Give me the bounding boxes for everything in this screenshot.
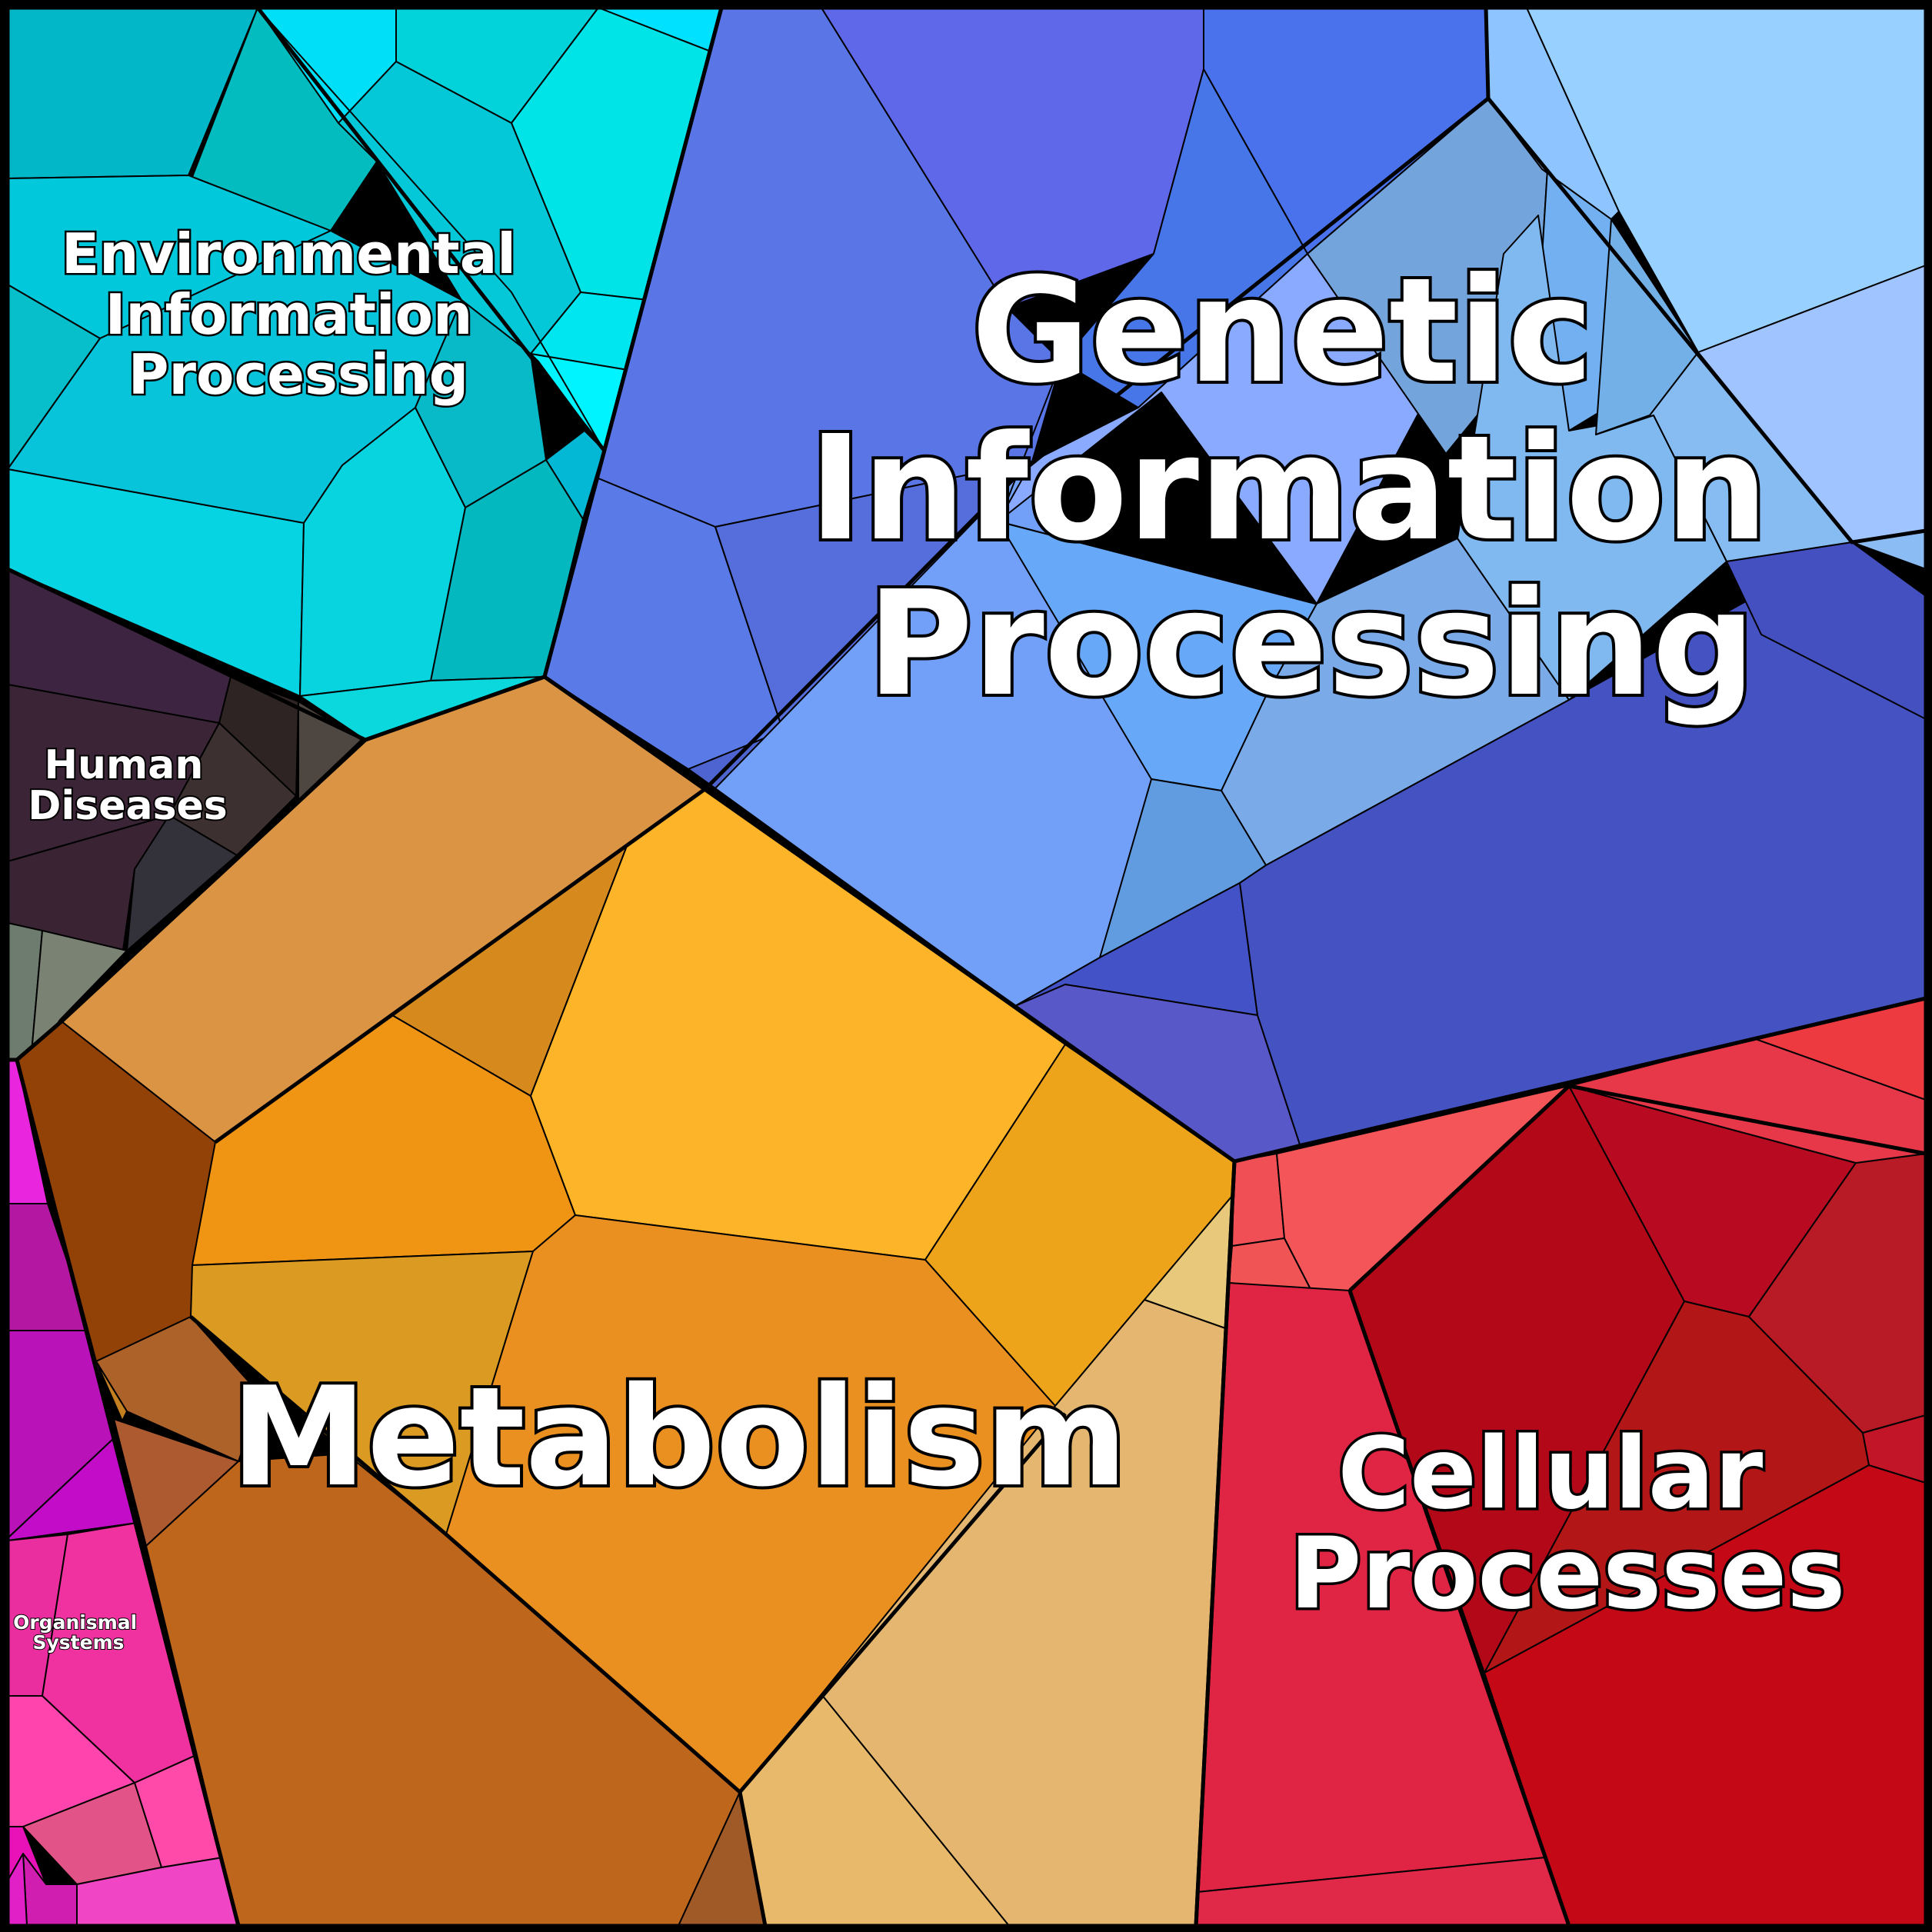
label-line: Metabolism: [231, 1357, 1128, 1517]
label-line: Information: [105, 282, 473, 347]
region-metabolism[interactable]: [16, 676, 1235, 1927]
cell[interactable]: [126, 814, 238, 951]
label-organismal-systems: Organismal Systems: [13, 1611, 144, 1654]
border-environmental-inner: [256, 6, 605, 451]
cell[interactable]: [1231, 1153, 1285, 1247]
border-metabolism-inner-3: [214, 786, 708, 1144]
region-environmental-information-processing[interactable]: [7, 7, 722, 741]
label-line: Organismal: [13, 1611, 137, 1634]
border-cellular-inner-2: [1347, 1290, 1571, 1927]
region-borders: [5, 5, 1928, 1928]
region-cellular-processes[interactable]: [1195, 998, 1927, 1927]
cell[interactable]: [30, 930, 128, 1062]
label-human-diseases: Human Diseases: [28, 742, 227, 829]
label-genetic-information-processing: Genetic Information Processing: [809, 247, 1819, 728]
region-labels: Environmental Information Processing Hum…: [12, 220, 1848, 1655]
label-line: Processing: [867, 560, 1755, 728]
label-line: Genetic: [971, 247, 1594, 415]
cell-edge: [998, 521, 1458, 605]
label-line: Processing: [128, 342, 468, 407]
label-line: Human: [45, 742, 204, 788]
cell-edge: [999, 307, 1062, 520]
label-cellular-processes: Cellular Processes: [1290, 1417, 1846, 1631]
border-genetic-inner-2: [705, 97, 1490, 790]
label-metabolism: Metabolism: [231, 1357, 1128, 1517]
label-line: Cellular: [1337, 1417, 1763, 1531]
cell[interactable]: [1061, 68, 1308, 408]
cell-edge: [257, 7, 605, 451]
label-environmental-information-processing: Environmental Information Processing: [62, 222, 535, 407]
region-human-diseases[interactable]: [7, 568, 362, 1062]
label-line: Systems: [32, 1631, 124, 1654]
border-metabolism-inner: [189, 1315, 768, 1927]
label-line: Diseases: [28, 783, 227, 829]
border-genetic-inner: [1484, 7, 1927, 545]
border-metabolism-inner-2: [738, 1412, 1067, 1794]
border-cellular: [1194, 996, 1928, 1928]
label-line: Information: [809, 405, 1769, 573]
border-cellular-inner: [1348, 1084, 1927, 1292]
label-line: Processes: [1290, 1517, 1846, 1631]
cell[interactable]: [298, 701, 362, 801]
label-line: Environmental: [62, 222, 516, 286]
